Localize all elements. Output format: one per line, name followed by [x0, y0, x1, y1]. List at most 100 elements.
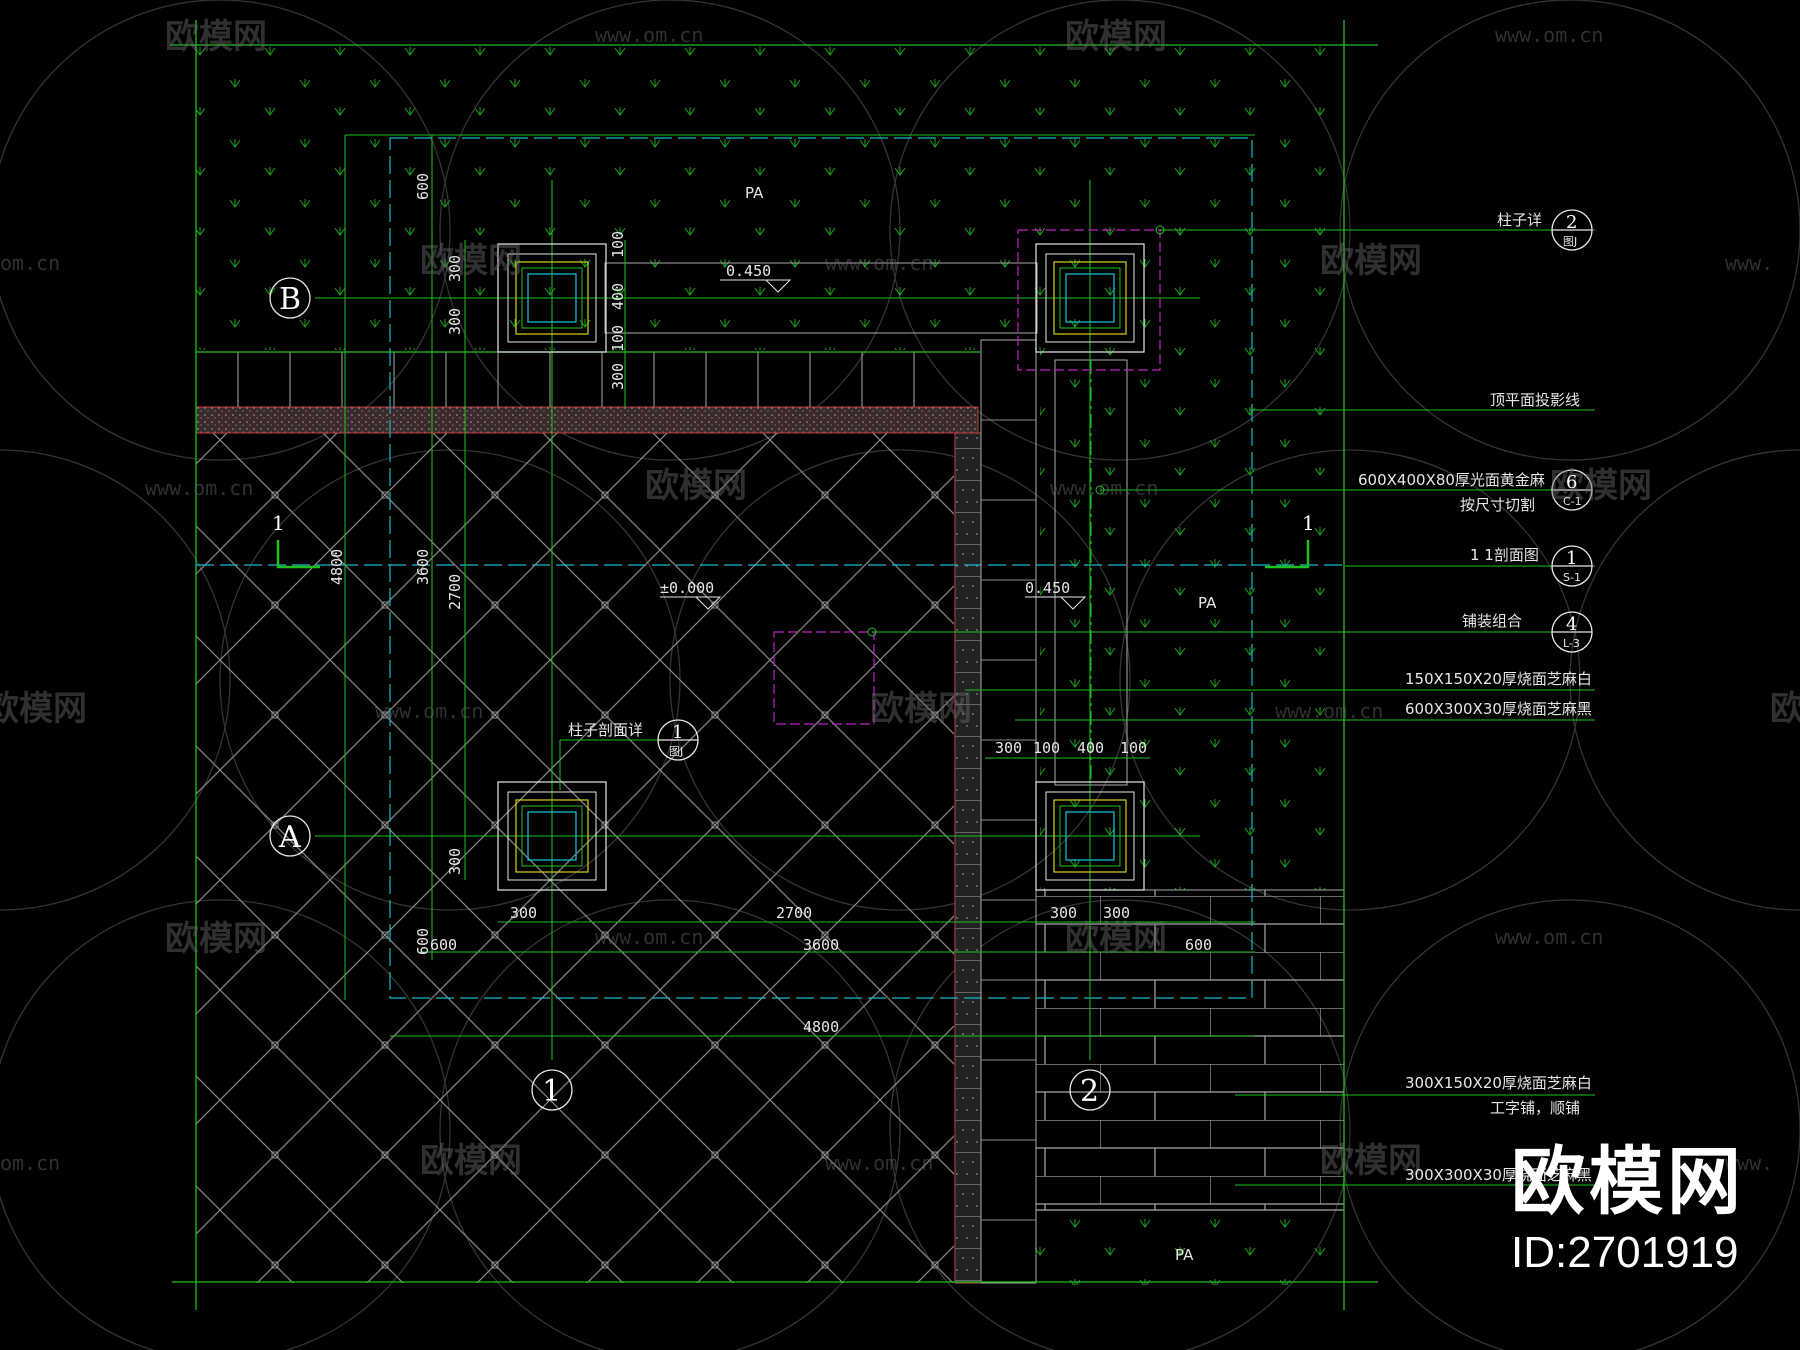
callout-section-sheet: S-1	[1563, 571, 1581, 584]
callout-pillar-detail: 柱子详	[1497, 211, 1542, 229]
callout-granite-300-150-line1: 300X150X20厚烧面芝麻白	[1405, 1074, 1592, 1092]
walkway-strip	[980, 339, 1037, 1284]
level-right-beam: 0.450	[1025, 579, 1070, 597]
grid-label-1: 1	[542, 1074, 561, 1109]
callout-circles	[657, 209, 1593, 761]
callout-pillar-section: 柱子剖面详	[568, 721, 643, 739]
svg-text:欧模网: 欧模网	[1320, 1141, 1422, 1181]
svg-text:欧模网: 欧模网	[165, 919, 267, 959]
callout-pillar-section-sheet: 图J	[669, 745, 683, 758]
dim-400-v: 400	[609, 283, 627, 310]
callout-section: 1 1剖面图	[1470, 546, 1539, 564]
dim-600-v: 600	[414, 173, 432, 200]
callout-granite-300-300: 300X300X30厚烧面芝麻黑	[1405, 1166, 1592, 1184]
level-markers	[660, 279, 1087, 610]
svg-text:欧模网: 欧模网	[420, 1141, 522, 1181]
dim-100-h-r2: 100	[1120, 739, 1147, 757]
grid-label-a: A	[278, 820, 301, 855]
svg-text:欧模网: 欧模网	[1320, 241, 1422, 281]
svg-text:欧模网: 欧模网	[1550, 466, 1652, 506]
svg-text:www.om.cn: www.om.cn	[825, 1151, 933, 1175]
section-mark-right: 1	[1302, 511, 1315, 535]
dim-300-h-a1: 300	[510, 904, 537, 922]
callout-section-num: 1	[1566, 548, 1577, 569]
dim-300-h-r: 300	[995, 739, 1022, 757]
grid-label-b: B	[279, 282, 301, 317]
svg-text:www.om.cn: www.om.cn	[595, 925, 703, 949]
callout-granite-300-150-line2: 工字铺，顺铺	[1490, 1099, 1580, 1117]
zone-pa-right: PA	[1198, 594, 1217, 612]
dim-300-v-mid: 300	[446, 308, 464, 335]
section-mark-left: 1	[272, 511, 285, 535]
svg-text:欧模网: 欧模网	[1065, 17, 1167, 57]
callout-paving-sheet: L-3	[1563, 637, 1580, 650]
svg-text:www.om.cn: www.om.cn	[595, 23, 703, 47]
dim-600-h-left: 600	[430, 936, 457, 954]
paving-border-top	[195, 406, 979, 434]
dim-3600-h: 3600	[803, 936, 839, 954]
dimension-lines	[344, 134, 1255, 1037]
callout-slab-num: 6	[1566, 472, 1577, 493]
callout-granite-600: 600X300X30厚烧面芝麻黑	[1405, 700, 1592, 718]
pillar-b2	[1017, 229, 1161, 371]
brand-id: ID:2701919	[1511, 1228, 1739, 1278]
dim-300-h-a2a: 300	[1050, 904, 1077, 922]
ceiling-projection-line	[196, 137, 1344, 999]
svg-text:欧模网: 欧模网	[645, 466, 747, 506]
svg-text:欧模网: 欧模网	[165, 17, 267, 57]
callout-ceiling-projection: 顶平面投影线	[1490, 391, 1580, 409]
dim-4800-h: 4800	[803, 1018, 839, 1036]
section-marks	[276, 540, 1310, 569]
dim-100-v-a: 100	[609, 231, 627, 258]
walkway-joints	[981, 419, 1036, 1221]
dim-600-h-right: 600	[1185, 936, 1212, 954]
svg-text:www.: www.	[1725, 1151, 1773, 1175]
callout-pillar-detail-num: 2	[1566, 212, 1577, 233]
pillar-b1	[497, 243, 607, 353]
brick-paving	[1035, 889, 1345, 1211]
pillar-a1	[497, 781, 607, 891]
svg-text:欧模网: 欧模网	[1065, 919, 1167, 959]
diagonal-paving	[196, 433, 954, 1283]
zone-pa-bottom: PA	[1175, 1246, 1194, 1264]
tile-strip-top	[196, 351, 980, 407]
pillar-a2	[1035, 781, 1145, 891]
callout-slab-sheet: C-1	[1563, 495, 1582, 508]
svg-text:www.om.cn: www.om.cn	[375, 699, 483, 723]
svg-text:www.om.cn: www.om.cn	[145, 476, 253, 500]
svg-text:www.om.cn: www.om.cn	[1495, 23, 1603, 47]
dim-300-h-a2b: 300	[1103, 904, 1130, 922]
svg-text:www.om.cn: www.om.cn	[825, 251, 933, 275]
level-ground: ±0.000	[660, 579, 714, 597]
dim-300-v-bot: 300	[446, 848, 464, 875]
dim-400-h-r: 400	[1077, 739, 1104, 757]
detail-marker-box	[773, 631, 875, 725]
lawn-area-top	[196, 45, 1344, 350]
callout-paving-num: 4	[1566, 614, 1577, 635]
svg-text:www.om.cn: www.om.cn	[1050, 476, 1158, 500]
lawn-area-right	[1040, 350, 1344, 890]
dim-600-v-bot: 600	[414, 928, 432, 955]
svg-text:欧模网: 欧模网	[870, 689, 972, 729]
svg-text:www.om.cn: www.om.cn	[1495, 925, 1603, 949]
lawn-area-bottom	[1035, 1210, 1345, 1285]
callout-granite-150: 150X150X20厚烧面芝麻白	[1405, 670, 1592, 688]
svg-text:www.om.cn: www.om.cn	[1275, 699, 1383, 723]
svg-text:www.: www.	[1725, 251, 1773, 275]
svg-text:om.cn: om.cn	[0, 1151, 60, 1175]
dim-2700-v: 2700	[446, 574, 464, 610]
callout-pillar-detail-sheet: 图J	[1563, 235, 1577, 248]
dim-100-h-r1: 100	[1033, 739, 1060, 757]
leader-lines	[559, 225, 1595, 1186]
dim-100-v-b: 100	[609, 325, 627, 352]
callout-slab-line2: 按尺寸切割	[1460, 496, 1535, 514]
grid-axes	[315, 180, 1200, 1060]
level-top-beam: 0.450	[726, 262, 771, 280]
brand-name: 欧模网	[1511, 1139, 1745, 1226]
svg-text:欧: 欧	[1770, 689, 1800, 729]
svg-text:欧模网: 欧模网	[0, 689, 87, 729]
grid-label-2: 2	[1080, 1074, 1099, 1109]
dim-2700-h: 2700	[776, 904, 812, 922]
watermark-texts: 欧模网 www.om.cn 欧模网 www.om.cn om.cn 欧模网 ww…	[0, 17, 1800, 1181]
